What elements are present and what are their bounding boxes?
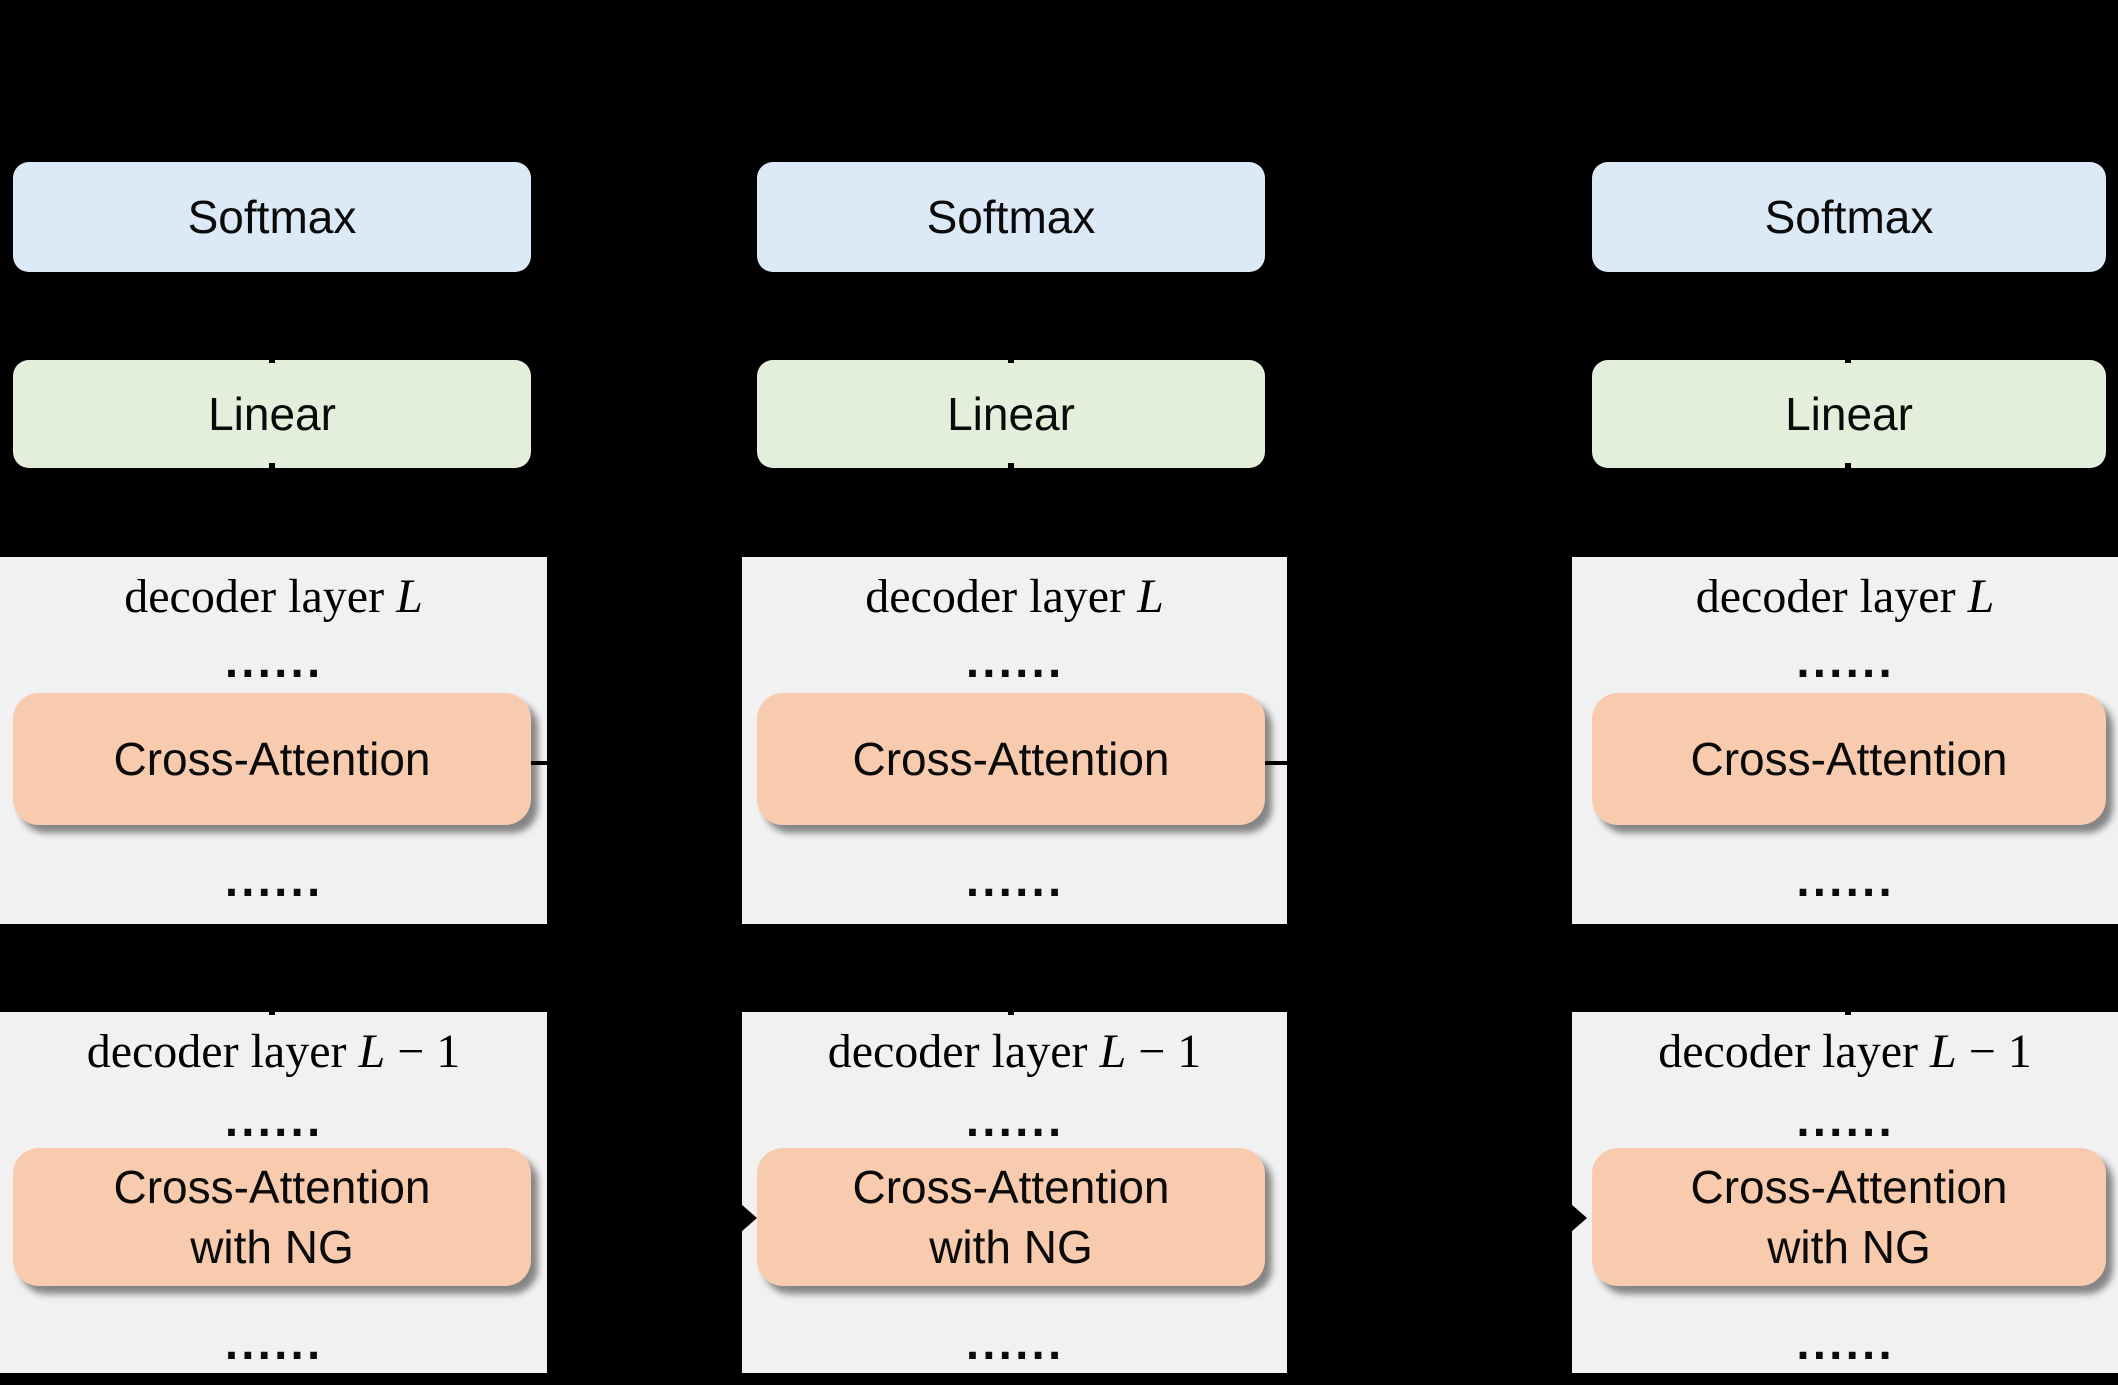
title-variable: L [1137, 570, 1164, 623]
cross-attention-label: Cross-Attention [1690, 733, 2008, 785]
decoder-layer-title: decoder layer L − 1 [1572, 1024, 2118, 1079]
arrow-line-tick [269, 357, 275, 363]
title-suffix: − 1 [385, 1025, 461, 1078]
cross-attention-ng-line2: with NG [190, 1221, 354, 1273]
arrow-line-tick [1845, 357, 1851, 363]
linear-label: Linear [1785, 388, 1913, 440]
cross-attention-ng-box: Cross-Attention with NG [13, 1148, 531, 1286]
cross-attention-label: Cross-Attention [113, 733, 431, 785]
softmax-box: Softmax [13, 162, 531, 272]
title-suffix: − 1 [1956, 1025, 2032, 1078]
title-variable: L [1930, 1025, 1957, 1078]
title-suffix: − 1 [1126, 1025, 1202, 1078]
decoder-layer-L-1-panel: decoder layer L − 1 ...... Cross-Attenti… [742, 1012, 1287, 1373]
decoder-column-2: Softmax Linear decoder layer L ...... Cr… [742, 0, 1287, 1385]
cross-attention-ng-box: Cross-Attention with NG [1592, 1148, 2106, 1286]
decoder-layer-L-1-panel: decoder layer L − 1 ...... Cross-Attenti… [0, 1012, 547, 1373]
arrow-line-tick [1008, 357, 1014, 363]
arrow-line-tick [1845, 1009, 1851, 1015]
title-prefix: decoder layer [124, 570, 397, 623]
decoder-column-3: Softmax Linear decoder layer L ...... Cr… [1572, 0, 2118, 1385]
cross-attention-ng-line1: Cross-Attention [1690, 1161, 2008, 1213]
arrow-line-tick [269, 1009, 275, 1015]
connector-stub [1265, 761, 1288, 765]
decoder-layer-L-1-panel: decoder layer L − 1 ...... Cross-Attenti… [1572, 1012, 2118, 1373]
softmax-box: Softmax [757, 162, 1265, 272]
title-variable: L [358, 1025, 386, 1078]
cross-attention-ng-line1: Cross-Attention [852, 1161, 1170, 1213]
arrow-line-tick [1008, 463, 1014, 469]
title-prefix: decoder layer [865, 570, 1138, 623]
arrow-line-tick [1008, 1009, 1014, 1015]
connector-stub [531, 761, 548, 765]
decoder-layer-L-panel: decoder layer L ...... Cross-Attention .… [1572, 557, 2118, 924]
arrow-line-tick [269, 463, 275, 469]
linear-box: Linear [757, 360, 1265, 468]
cross-attention-box: Cross-Attention [1592, 693, 2106, 825]
cross-attention-label: Cross-Attention [852, 733, 1170, 785]
linear-label: Linear [947, 388, 1075, 440]
arrowhead-icon [741, 1204, 757, 1232]
cross-attention-ng-line2: with NG [1767, 1221, 1931, 1273]
title-variable: L [1099, 1025, 1127, 1078]
softmax-label: Softmax [1764, 191, 1934, 243]
decoder-layer-title: decoder layer L − 1 [742, 1024, 1287, 1079]
title-prefix: decoder layer [86, 1025, 359, 1078]
cross-attention-ng-line1: Cross-Attention [113, 1161, 431, 1213]
title-prefix: decoder layer [827, 1025, 1100, 1078]
cross-attention-ng-box: Cross-Attention with NG [757, 1148, 1265, 1286]
decoder-column-1: Softmax Linear decoder layer L ...... Cr… [0, 0, 547, 1385]
decoder-layer-title: decoder layer L [742, 569, 1287, 624]
title-prefix: decoder layer [1658, 1025, 1931, 1078]
decoder-layer-title: decoder layer L [0, 569, 547, 624]
arrowhead-icon [1571, 1204, 1587, 1232]
linear-box: Linear [13, 360, 531, 468]
decoder-layer-L-panel: decoder layer L ...... Cross-Attention .… [0, 557, 547, 924]
decoder-layer-title: decoder layer L − 1 [0, 1024, 547, 1079]
softmax-label: Softmax [926, 191, 1096, 243]
cross-attention-box: Cross-Attention [13, 693, 531, 825]
title-prefix: decoder layer [1695, 570, 1968, 623]
linear-box: Linear [1592, 360, 2106, 468]
cross-attention-box: Cross-Attention [757, 693, 1265, 825]
title-variable: L [396, 570, 423, 623]
linear-label: Linear [208, 388, 336, 440]
softmax-box: Softmax [1592, 162, 2106, 272]
decoder-layer-title: decoder layer L [1572, 569, 2118, 624]
arrow-line-tick [1845, 463, 1851, 469]
title-variable: L [1967, 570, 1995, 623]
softmax-label: Softmax [187, 191, 357, 243]
cross-attention-ng-line2: with NG [929, 1221, 1093, 1273]
decoder-layer-L-panel: decoder layer L ...... Cross-Attention .… [742, 557, 1287, 924]
